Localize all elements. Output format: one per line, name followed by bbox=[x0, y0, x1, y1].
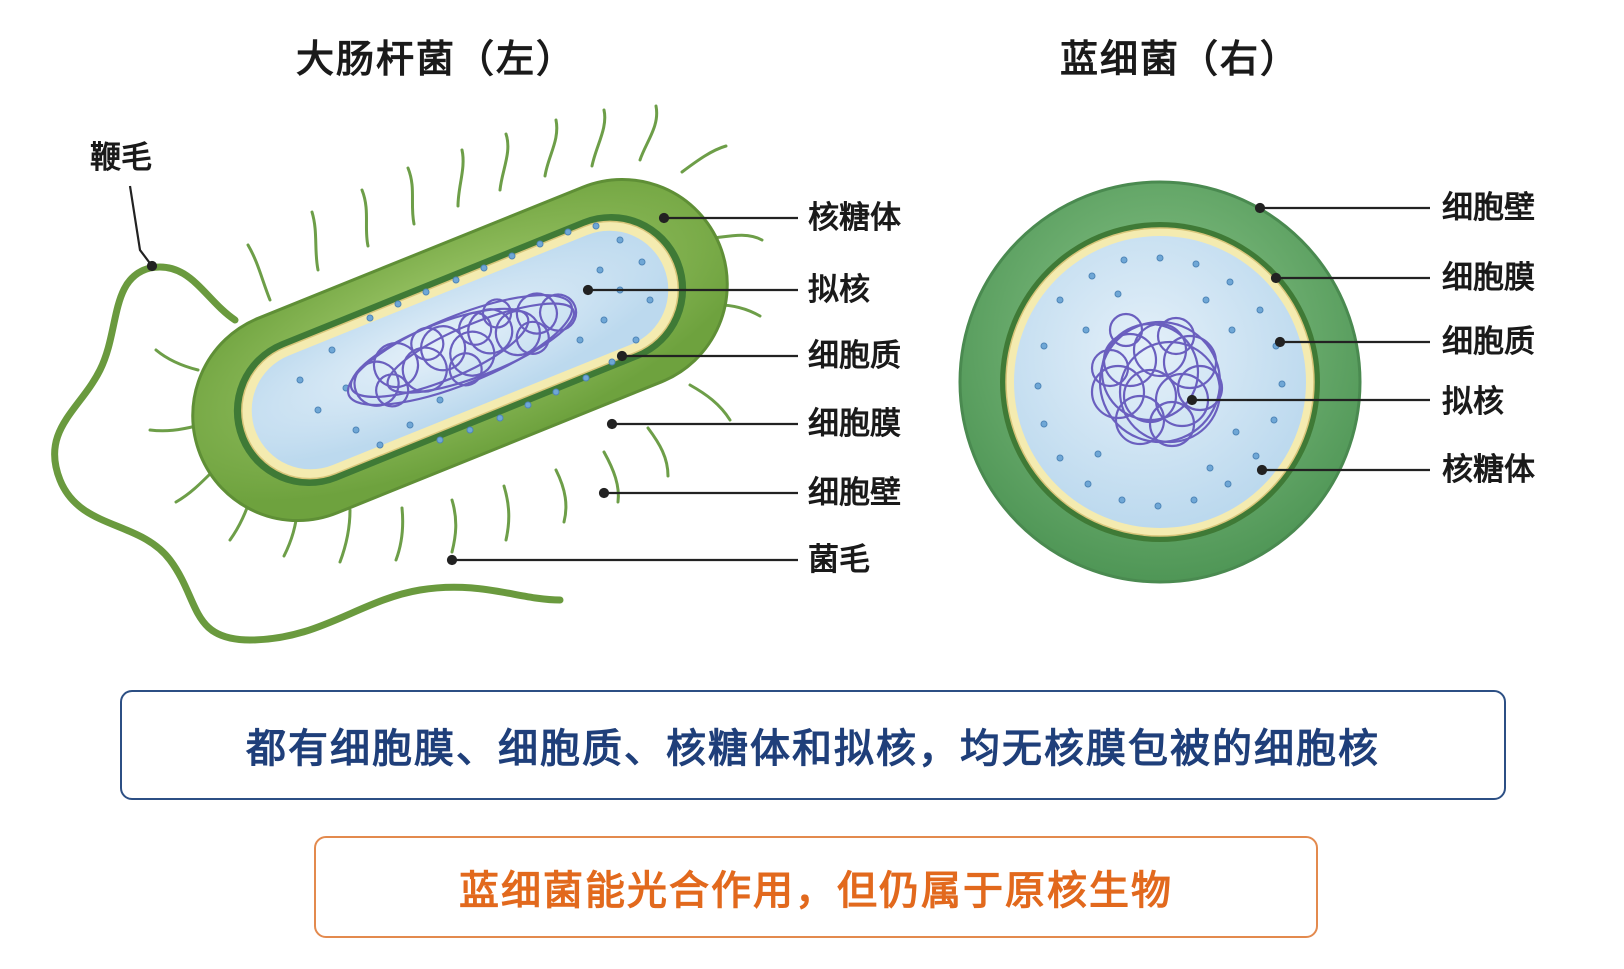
cyanobacteria-title: 蓝细菌（右） bbox=[1060, 37, 1301, 81]
label-ecoli-nucleoid: 拟核 bbox=[808, 272, 870, 308]
cyanobacteria-cell bbox=[958, 180, 1362, 584]
difference-text: 蓝细菌能光合作用，但仍属于原核生物 bbox=[459, 868, 1173, 914]
cyano-cytoplasm bbox=[1014, 236, 1306, 528]
label-cyano-ribosome: 核糖体 bbox=[1442, 452, 1535, 488]
ecoli-ribosomes bbox=[296, 222, 654, 449]
leader-flagellum bbox=[128, 185, 153, 267]
label-ecoli-cytoplasm: 细胞质 bbox=[808, 338, 901, 374]
label-ecoli-ribosome: 核糖体 bbox=[808, 200, 901, 236]
common-features-note: 都有细胞膜、细胞质、核糖体和拟核，均无核膜包被的细胞核 bbox=[120, 690, 1506, 800]
common-features-text: 都有细胞膜、细胞质、核糖体和拟核，均无核膜包被的细胞核 bbox=[246, 726, 1380, 772]
label-cyano-nucleoid: 拟核 bbox=[1442, 384, 1504, 420]
label-ecoli-pili: 菌毛 bbox=[808, 542, 870, 578]
label-cyano-membrane: 细胞膜 bbox=[1442, 260, 1535, 296]
ecoli-leaders bbox=[128, 185, 798, 566]
cyano-ribosomes bbox=[1034, 254, 1286, 510]
difference-note: 蓝细菌能光合作用，但仍属于原核生物 bbox=[314, 836, 1318, 938]
ecoli-pili bbox=[148, 104, 764, 564]
ecoli-title: 大肠杆菌（左） bbox=[296, 37, 577, 81]
label-cyano-cytoplasm: 细胞质 bbox=[1442, 324, 1535, 360]
ecoli-nucleoid bbox=[346, 292, 578, 408]
ecoli-cytoplasm bbox=[251, 230, 669, 470]
label-ecoli-membrane: 细胞膜 bbox=[808, 406, 901, 442]
cyano-leaders bbox=[1186, 202, 1430, 476]
label-ecoli-flagellum: 鞭毛 bbox=[90, 140, 152, 176]
ecoli-flagellum bbox=[51, 263, 564, 644]
label-ecoli-wall: 细胞壁 bbox=[808, 475, 901, 511]
cyano-nucleoid bbox=[1090, 312, 1224, 448]
ecoli-cell bbox=[51, 104, 764, 644]
label-cyano-wall: 细胞壁 bbox=[1442, 190, 1535, 226]
